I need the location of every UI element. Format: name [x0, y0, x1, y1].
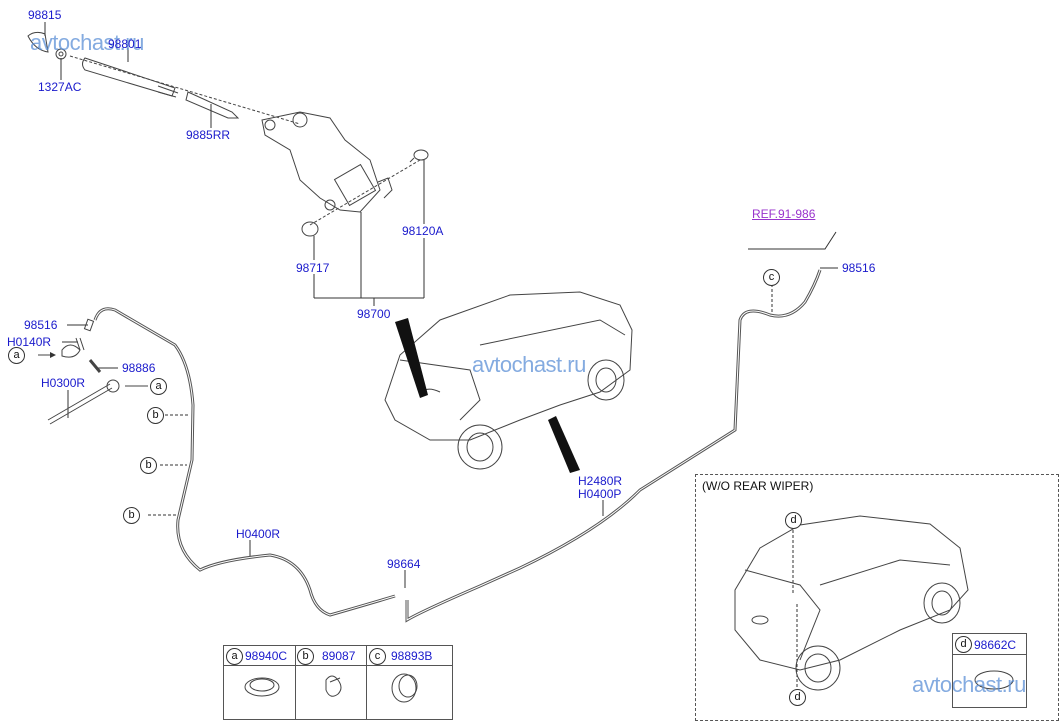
callout-arrow-right — [548, 416, 580, 473]
grommet-c-shape — [391, 673, 417, 703]
marker-a-left: a — [8, 347, 25, 364]
part-label-98664[interactable]: 98664 — [387, 557, 421, 571]
nozzle-drawing — [38, 318, 148, 425]
legend-table: a 98940C b 89087 c 98893B — [223, 645, 453, 720]
inset-car-drawing — [734, 515, 969, 691]
inset-without-rear-wiper — [695, 474, 1059, 721]
part-label-9885RR[interactable]: 9885RR — [186, 128, 231, 142]
bolt-shape — [413, 149, 429, 161]
legend-part-c[interactable]: 98893B — [391, 649, 433, 663]
plug-d-shape — [974, 670, 1014, 690]
wiper-blade-shape — [185, 91, 240, 119]
washer-hose-inner — [94, 269, 821, 621]
part-label-98801[interactable]: 98801 — [108, 37, 142, 51]
part-label-H0300R[interactable]: H0300R — [41, 376, 86, 390]
part-label-H0400R[interactable]: H0400R — [236, 527, 281, 541]
watermark-center: avtochast.ru — [472, 352, 586, 377]
part-label-98815[interactable]: 98815 — [28, 8, 62, 22]
watermark-bottom-right: avtochast.ru — [912, 672, 1026, 697]
clip-b-shape — [325, 675, 342, 697]
wiper-motor-drawing — [261, 111, 429, 237]
part-label-98120A[interactable]: 98120A — [402, 224, 444, 238]
part-label-98516-right[interactable]: 98516 — [842, 261, 876, 275]
legend-part-b[interactable]: 89087 — [322, 649, 356, 663]
legend-d-box: d 98662C — [952, 633, 1027, 708]
part-label-98886[interactable]: 98886 — [122, 361, 156, 375]
part-label-98516-left[interactable]: 98516 — [24, 318, 58, 332]
grommet-shape — [301, 221, 319, 237]
part-label-98717[interactable]: 98717 — [296, 261, 330, 275]
part-label-1327AC[interactable]: 1327AC — [38, 80, 82, 94]
reference-link[interactable]: REF.91-986 — [752, 207, 816, 221]
wiper-arm-shape — [82, 57, 176, 97]
part-label-H0400P[interactable]: H0400P — [578, 487, 622, 501]
leader-lines — [44, 22, 838, 588]
legend-part-a[interactable]: 98940C — [245, 649, 288, 663]
marker-b-3: b — [123, 507, 140, 524]
marker-d-top: d — [785, 512, 802, 529]
inset-title: (W/O REAR WIPER) — [702, 479, 814, 493]
wiper-cap-shape — [27, 31, 49, 53]
part-label-98700[interactable]: 98700 — [357, 307, 391, 321]
marker-a-right: a — [150, 378, 167, 395]
marker-d-bottom: d — [789, 689, 806, 706]
marker-c: c — [763, 269, 780, 286]
part-label-H2480R[interactable]: H2480R — [578, 474, 623, 488]
legend-marker-d: d — [955, 636, 972, 653]
legend-marker-c: c — [369, 648, 386, 665]
car-drawing — [384, 291, 633, 470]
legend-icons — [244, 670, 1014, 703]
part-label-H0140R[interactable]: H0140R — [7, 335, 52, 349]
watermark-top-left: avtochast.ru — [30, 30, 144, 55]
legend-marker-b: b — [297, 648, 314, 665]
marker-b-1: b — [147, 407, 164, 424]
callout-arrow-left — [395, 318, 428, 398]
legend-marker-a: a — [226, 648, 243, 665]
legend-part-d[interactable]: 98662C — [974, 638, 1017, 652]
marker-b-2: b — [140, 457, 157, 474]
clip-a-shape — [244, 677, 280, 697]
